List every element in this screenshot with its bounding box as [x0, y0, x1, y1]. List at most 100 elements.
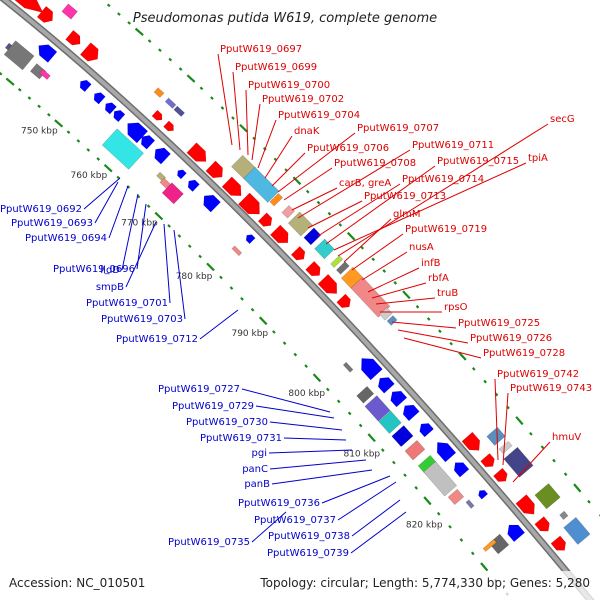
tick-track-outer-mark — [134, 27, 144, 37]
reverse-gene-arrow — [127, 122, 149, 144]
forward-gene-arrow — [550, 535, 567, 551]
feature-block — [498, 440, 513, 455]
forward-gene-arrow — [221, 176, 242, 196]
forward-gene-arrow — [461, 431, 481, 451]
tick-track-outer-mark — [393, 280, 398, 285]
tick-track-inner-mark — [146, 204, 151, 209]
reverse-gene-arrow — [187, 179, 200, 192]
tick-track-outer-mark — [360, 245, 365, 250]
tick-track-outer-mark — [305, 189, 310, 194]
reverse-gene-label: PputW619_0737 — [254, 515, 336, 526]
forward-gene-arrow — [493, 467, 508, 482]
forward-gene-label: PputW619_0707 — [357, 123, 439, 134]
tick-track-inner-mark — [312, 373, 322, 383]
feature-block — [364, 395, 391, 422]
tick-track-inner-mark — [325, 387, 330, 392]
reverse-gene-arrow — [436, 442, 457, 463]
tick-track-outer-mark — [127, 21, 131, 25]
tick-track-inner-mark — [448, 524, 452, 529]
reverse-gene-label: PputW619_0735 — [168, 537, 250, 548]
reverse-gene-label-leader — [125, 221, 157, 288]
feature-block — [287, 211, 313, 237]
tick-track-outer-mark — [186, 74, 196, 83]
forward-gene-label-leader — [391, 321, 457, 329]
tick-track-outer-mark — [529, 431, 533, 436]
forward-gene-label: PputW619_0715 — [437, 156, 519, 167]
tick-track-inner-mark — [0, 71, 3, 76]
tick-track-inner-mark — [380, 448, 385, 452]
tick-label: 770 kbp — [121, 218, 158, 228]
forward-gene-arrow — [290, 245, 306, 261]
tick-track-inner-mark — [403, 473, 407, 478]
forward-gene-label-leader — [291, 187, 338, 211]
reverse-gene-arrow — [93, 92, 106, 105]
reverse-gene-arrow — [203, 194, 221, 213]
reverse-gene-label: PputW619_0701 — [86, 298, 168, 309]
feature-block — [391, 425, 414, 448]
tick-track-inner-mark — [336, 399, 341, 404]
forward-gene-label-leader — [367, 267, 420, 293]
reverse-gene-label-leader — [199, 309, 239, 340]
reverse-gene-arrow — [453, 462, 470, 478]
feature-block — [404, 439, 426, 461]
reverse-gene-label: PputW619_0696 — [53, 264, 135, 275]
feature-block — [303, 227, 322, 246]
forward-gene-label: glmM — [393, 209, 421, 220]
tick-track-inner-mark — [86, 148, 91, 152]
tick-track-inner-mark — [198, 254, 202, 259]
tick-track-outer-mark — [106, 3, 111, 8]
feature-block — [243, 166, 280, 203]
feature-block — [39, 68, 51, 80]
forward-gene-label-leader — [361, 251, 408, 281]
reverse-gene-label: PputW619_0693 — [11, 218, 93, 229]
reverse-gene-arrow — [390, 390, 408, 408]
feature-block — [281, 204, 296, 219]
reverse-gene-label-leader — [83, 177, 121, 210]
forward-gene-label: PputW619_0728 — [483, 348, 565, 359]
reverse-gene-arrow — [419, 423, 434, 438]
forward-gene-label: truB — [437, 288, 458, 299]
forward-gene-arrow — [515, 494, 535, 515]
feature-block — [342, 361, 354, 373]
reverse-gene-arrow — [104, 102, 117, 115]
feature-block — [173, 105, 186, 117]
feature-block — [378, 410, 402, 434]
tick-label: 750 kbp — [21, 126, 58, 136]
tick-track-inner-mark — [459, 538, 464, 542]
reverse-gene-label: PputW619_0729 — [172, 401, 254, 412]
reverse-gene-arrow — [140, 135, 156, 150]
feature-block — [465, 499, 475, 509]
forward-gene-label: PputW619_0743 — [510, 383, 592, 394]
tick-track-outer-mark — [147, 39, 152, 43]
feature-block — [503, 446, 534, 478]
feature-layer — [3, 0, 591, 555]
tick-track-outer-mark — [199, 86, 204, 91]
forward-gene-label-leader — [371, 282, 427, 299]
forward-gene-label: hmuV — [552, 432, 581, 443]
forward-gene-arrow — [79, 42, 99, 62]
forward-gene-label: carB, greA — [339, 178, 391, 189]
reverse-gene-label-leader — [241, 388, 331, 413]
feature-block — [559, 510, 569, 521]
tick-track-outer-mark — [158, 48, 162, 53]
reverse-gene-label: PputW619_0694 — [25, 233, 107, 244]
feature-block — [161, 182, 184, 205]
tick-track-inner-mark — [47, 113, 51, 117]
tick-track-outer-mark — [483, 379, 487, 384]
reverse-gene-label-leader — [350, 511, 407, 554]
feature-block — [563, 516, 591, 545]
forward-gene-label: PputW619_0704 — [278, 110, 360, 121]
forward-gene-label: infB — [421, 258, 441, 269]
tick-track-inner-mark — [116, 175, 121, 180]
tick-track-inner-mark — [177, 234, 182, 238]
forward-gene-label-leader — [351, 233, 404, 271]
tick-track-outer-mark — [540, 445, 545, 450]
reverse-gene-label: PputW619_0731 — [200, 433, 282, 444]
tick-track-inner-mark — [187, 244, 192, 249]
reverse-gene-arrow — [245, 234, 256, 245]
tick-label: 790 kbp — [231, 329, 268, 339]
feature-block — [488, 533, 510, 555]
tick-track-outer-mark — [210, 96, 214, 100]
reverse-gene-label: PputW619_0692 — [0, 204, 82, 215]
